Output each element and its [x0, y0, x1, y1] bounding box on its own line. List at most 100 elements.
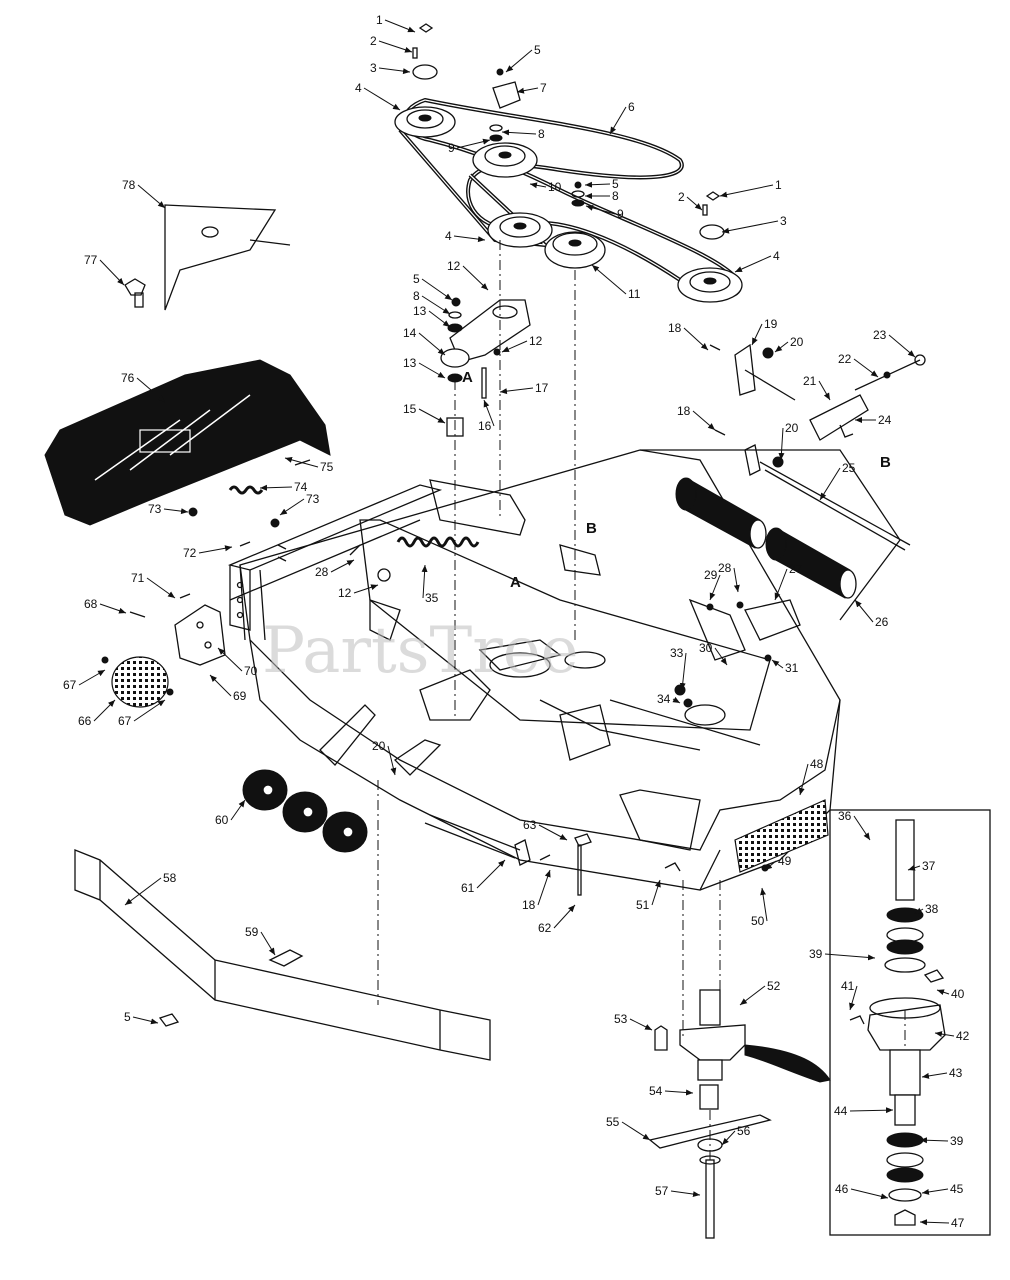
callout-8: 8	[413, 289, 451, 315]
callout-number: 23	[873, 328, 887, 342]
callout-leader	[719, 184, 774, 198]
callout-number: 11	[628, 287, 641, 301]
callout-leader	[483, 399, 495, 427]
callout-4: 4	[734, 249, 780, 273]
hardware-stack-right	[699, 191, 725, 240]
callout-leader	[99, 259, 125, 286]
callout-18: 18	[677, 404, 716, 431]
idler-bushing-stack	[440, 297, 501, 437]
callout-2: 2	[678, 190, 703, 211]
callout-number: 3	[370, 61, 377, 75]
callout-number: 14	[403, 326, 417, 340]
callout-number: 61	[461, 881, 475, 895]
callout-number: 35	[425, 591, 439, 605]
callout-number: 9	[617, 207, 624, 221]
callout-39: 39	[919, 1134, 964, 1148]
callout-9: 9	[448, 138, 491, 155]
callout-leader	[363, 87, 401, 111]
pulley-center	[487, 212, 553, 248]
callout-leader	[456, 138, 491, 149]
callout-number: 70	[244, 664, 258, 678]
callout-number: 39	[950, 1134, 964, 1148]
callout-leader	[819, 467, 841, 501]
callout-55: 55	[606, 1115, 651, 1141]
callout-leader	[418, 408, 446, 424]
callout-leader	[764, 860, 777, 871]
callout-15: 15	[403, 402, 446, 424]
callout-48: 48	[798, 757, 824, 796]
ref-letter: B	[586, 520, 597, 537]
callout-19: 19	[751, 317, 778, 346]
callout-leader	[888, 334, 916, 358]
callout-leader	[853, 815, 871, 841]
callout-number: 34	[657, 692, 671, 706]
callout-57: 57	[655, 1184, 701, 1198]
callout-12: 12	[447, 259, 489, 291]
belt-guide-7	[492, 68, 521, 109]
callout-leader	[921, 1188, 949, 1195]
callout-3: 3	[721, 214, 787, 234]
callout-leader	[230, 799, 246, 821]
callout-number: 27	[789, 562, 803, 576]
callout-23: 23	[873, 328, 916, 358]
callout-number: 38	[925, 902, 939, 916]
callout-10: 10	[529, 180, 562, 194]
callout-4: 4	[445, 229, 486, 243]
callout-number: 67	[63, 678, 77, 692]
callout-number: 5	[413, 272, 420, 286]
callout-number: 16	[478, 419, 492, 433]
callout-leader	[778, 427, 785, 461]
callout-leader	[529, 182, 547, 189]
callout-leader	[198, 545, 233, 554]
callout-leader	[672, 696, 681, 704]
callout-number: 44	[834, 1104, 848, 1118]
callout-number: 5	[534, 43, 541, 57]
callout-leader	[136, 377, 166, 403]
callout-number: 43	[949, 1066, 963, 1080]
callout-leader	[516, 87, 539, 94]
callout-28: 28	[315, 559, 355, 579]
callout-number: 26	[875, 615, 889, 629]
ref-letter: A	[462, 369, 473, 386]
callout-4: 4	[355, 81, 401, 111]
callout-78: 78	[122, 178, 166, 209]
front-baffle	[74, 849, 491, 1061]
callout-47: 47	[919, 1216, 965, 1230]
callout-number: 25	[842, 461, 856, 475]
callout-number: 8	[538, 127, 545, 141]
hardware-stack-left	[412, 23, 438, 80]
discharge-chute-76	[44, 359, 331, 526]
callout-leader	[760, 887, 768, 922]
callout-number: 78	[122, 178, 136, 192]
callout-leader	[462, 265, 489, 291]
callout-number: 77	[84, 253, 98, 267]
side-grille-48	[734, 799, 829, 873]
watermark-text: PartsTree	[262, 614, 579, 688]
callout-number: 52	[767, 979, 781, 993]
callout-leader	[537, 869, 551, 906]
callout-41: 41	[841, 979, 858, 1011]
belt-cover-78	[164, 204, 291, 311]
spindle-assembly-52	[654, 989, 831, 1110]
callout-5: 5	[413, 272, 453, 301]
callout-number: 76	[121, 371, 135, 385]
callout-75: 75	[284, 456, 334, 474]
callout-leader	[921, 1072, 948, 1079]
callout-number: 18	[668, 321, 682, 335]
callout-leader	[934, 1031, 955, 1038]
callout-66: 66	[78, 699, 116, 728]
callout-number: 40	[951, 987, 965, 1001]
callout-24: 24	[855, 413, 892, 427]
callout-number: 53	[614, 1012, 628, 1026]
callout-61: 61	[461, 859, 506, 895]
callout-leader	[133, 699, 166, 722]
callout-leader	[751, 323, 763, 346]
callout-6: 6	[609, 100, 635, 135]
callout-8: 8	[501, 127, 545, 141]
callout-leader	[146, 577, 176, 599]
callout-number: 68	[84, 597, 98, 611]
callout-leader	[850, 1188, 889, 1200]
pulley-left	[394, 106, 456, 138]
callout-9: 9	[585, 204, 624, 221]
